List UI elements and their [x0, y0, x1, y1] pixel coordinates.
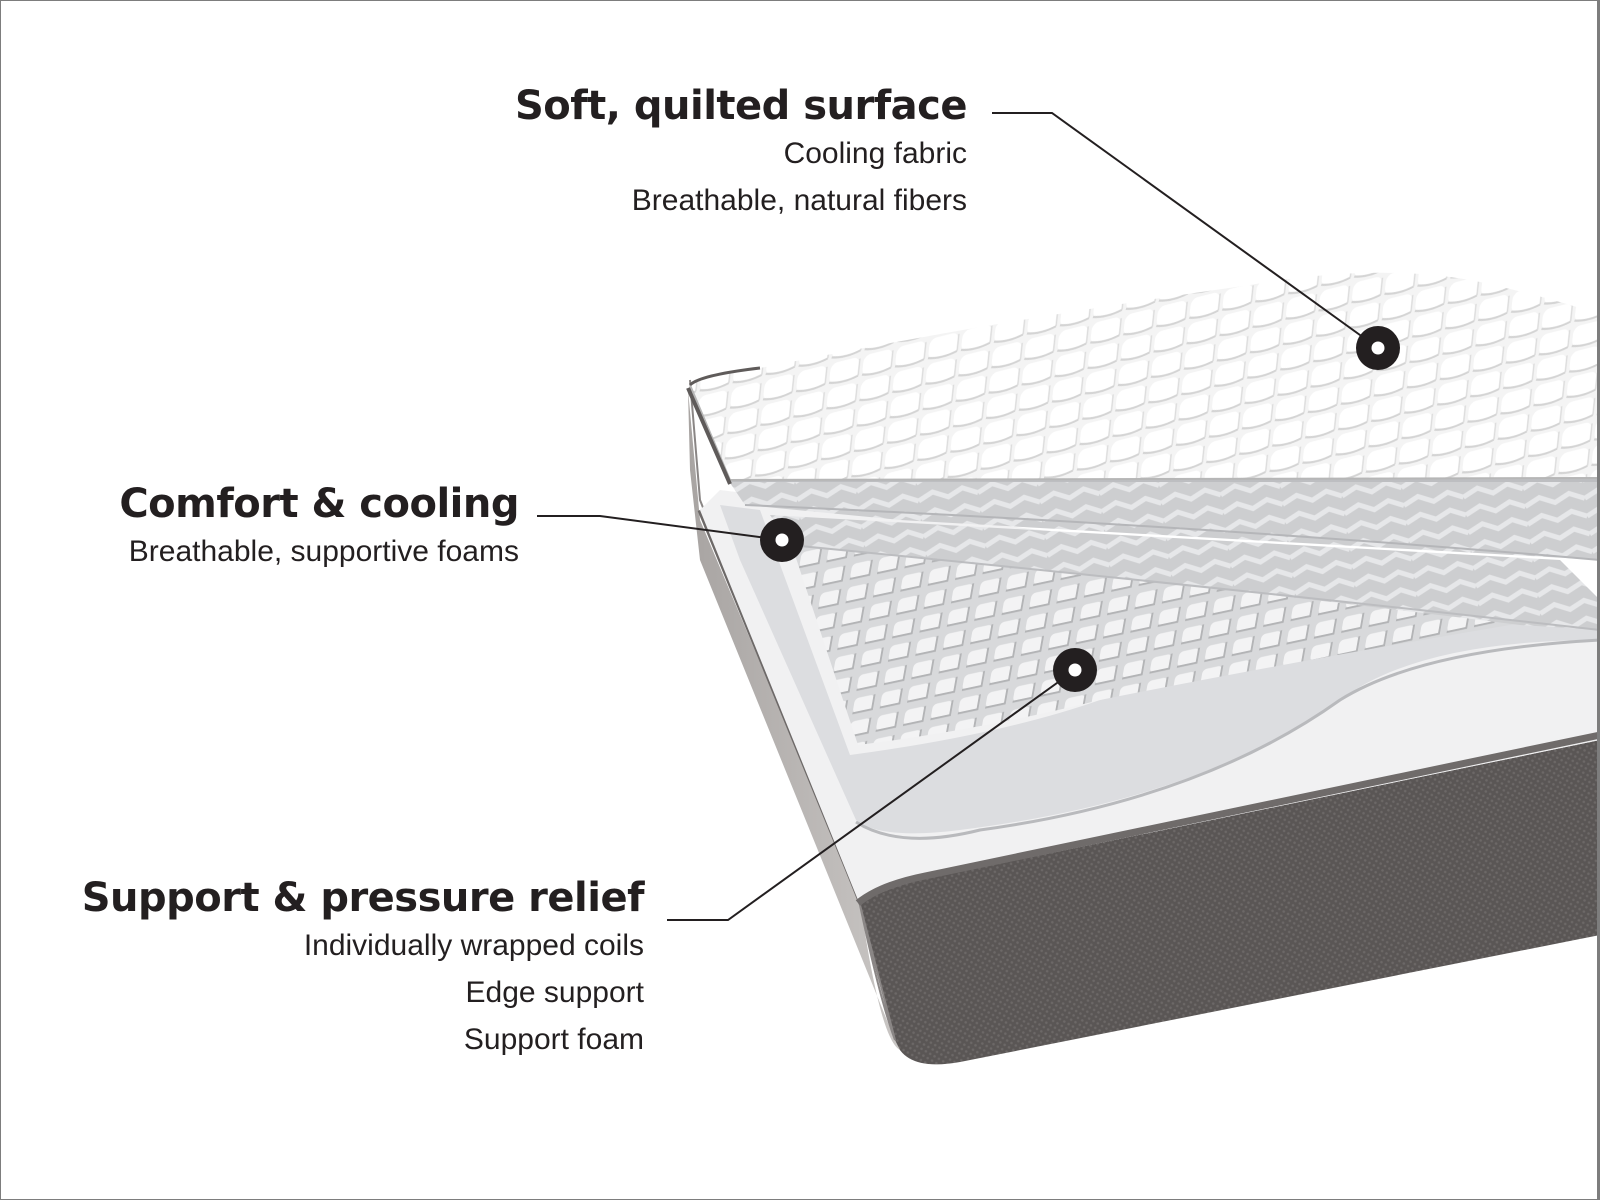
support-foam-tray: [720, 505, 1600, 834]
callout-title: Soft, quilted surface: [514, 83, 968, 129]
base-fabric-front: [858, 740, 1600, 1065]
callout-soft-quilted-surface: Soft, quilted surface Cooling fabric Bre…: [514, 82, 968, 224]
callout-title: Support & pressure relief: [81, 875, 645, 921]
quilted-top-surface: [690, 272, 1600, 480]
leader-line-comfort: [537, 515, 783, 541]
callout-title: Comfort & cooling: [119, 481, 519, 527]
callout-line: Breathable, natural fibers: [631, 184, 967, 217]
callout-line: Individually wrapped coils: [303, 929, 644, 962]
comfort-foam-lower: [770, 515, 1600, 630]
leader-line-support: [667, 669, 1076, 921]
marker-support-icon: [1053, 648, 1097, 692]
callout-line: Edge support: [465, 976, 644, 1009]
marker-comfort-icon: [760, 518, 804, 562]
callout-comfort-cooling: Comfort & cooling Breathable, supportive…: [119, 480, 519, 575]
leader-line-surface: [992, 112, 1379, 349]
marker-surface-icon: [1356, 326, 1400, 370]
comfort-foam-upper: [728, 470, 1600, 560]
mattress-left-side: [688, 390, 900, 1050]
callout-support-pressure-relief: Support & pressure relief Individually w…: [81, 874, 645, 1063]
callout-line: Breathable, supportive foams: [128, 535, 519, 568]
callout-line: Cooling fabric: [783, 137, 967, 170]
callout-line: Support foam: [463, 1023, 644, 1056]
